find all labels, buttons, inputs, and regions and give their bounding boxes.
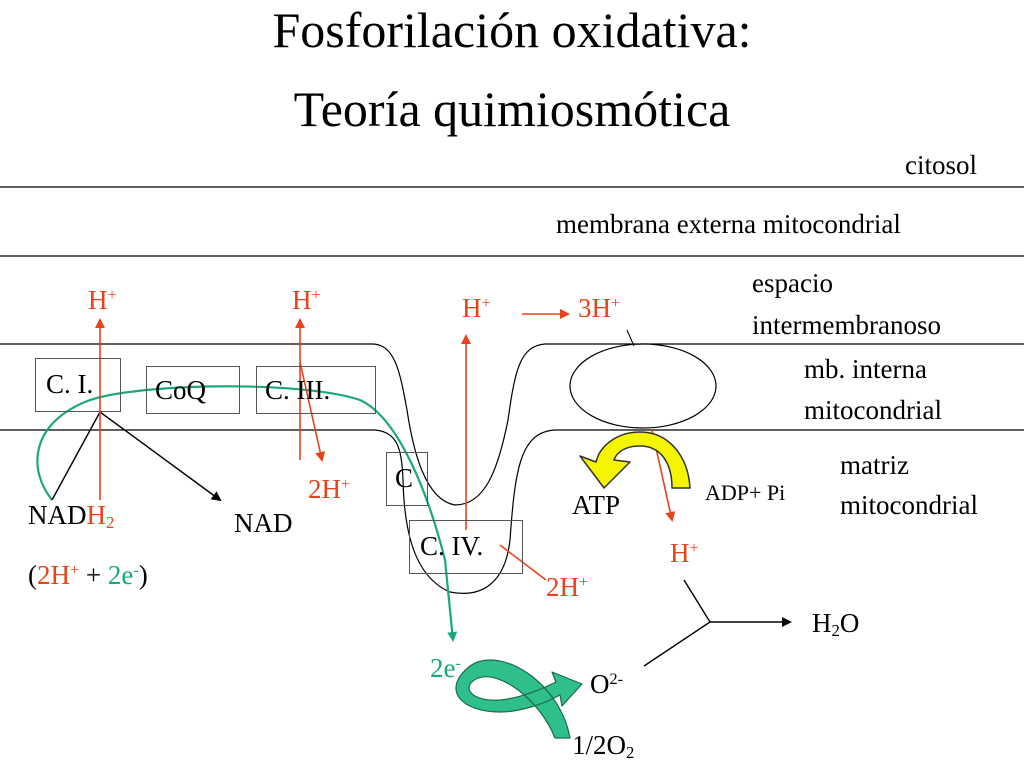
proton-arrow-ciii-down [299,361,326,462]
cytosol-label: citosol [905,150,977,180]
proton-arrow-civ-down [499,544,547,581]
proton-label-3h: 3H+ [578,293,621,323]
cytochrome-c-box: C [386,452,428,506]
atp-synthase-ellipse [569,343,717,429]
atp-synthase-pointer-line [626,329,635,347]
o2-curved-arrow [455,659,583,739]
proton-label-ciii: H+ [292,285,321,315]
cytochrome-c-label: C [395,463,414,493]
outer-membrane-label: membrana externa mitocondrial [556,209,901,239]
complex-i-label: C. I. [46,369,94,399]
matrix-label-2: mitocondrial [840,490,978,520]
nadh2-label: NADH2 [28,500,115,533]
complex-iii-box: C. III. [256,366,376,414]
title-line-2: Teoría quimiosmótica [293,81,731,137]
proton-label-2h-civ: 2H+ [546,572,589,602]
nad-label: NAD [234,508,293,538]
coq-box: CoQ [146,366,240,414]
electrons-label: 2e- [430,653,461,683]
atp-curved-arrow [579,431,691,489]
atp-label: ATP [572,490,621,520]
inner-membrane-lower-line [0,429,1024,594]
inner-membrane-label-2: mitocondrial [804,395,942,425]
proton-label-ci: H+ [88,285,117,315]
oxide-ion-label: O2- [590,669,623,699]
intermembrane-label-1: espacio [752,268,833,298]
proton-label-2h-ciii: 2H+ [308,474,351,504]
proton-label-civ: H+ [462,293,491,323]
complex-iv-label: C. IV. [420,531,484,561]
water-join-line-1 [683,579,711,623]
complex-i-box: C. I. [35,358,121,412]
inner-membrane-label-1: mb. interna [804,354,927,384]
water-join-line-2 [643,621,711,667]
nadh-to-ci-line [51,411,101,501]
inner-membrane-upper-line [0,343,1024,506]
matrix-label-1: matriz [840,450,909,480]
ci-to-nad-arrow [99,411,222,502]
coq-label: CoQ [155,375,207,405]
title-line-1: Fosforilación oxidativa: [272,2,752,58]
complex-iii-label: C. III. [265,375,331,405]
nadh-equivalents-label: (2H+ + 2e-) [28,560,148,590]
intermembrane-label-2: intermembranoso [752,310,941,340]
adp-pi-label: ADP+ Pi [705,480,786,505]
electron-path [36,385,458,642]
water-label: H2O [812,608,860,641]
complex-iv-box: C. IV. [409,520,523,574]
half-oxygen-label: 1/2O2 [572,730,635,763]
proton-label-matrix: H+ [670,538,699,568]
